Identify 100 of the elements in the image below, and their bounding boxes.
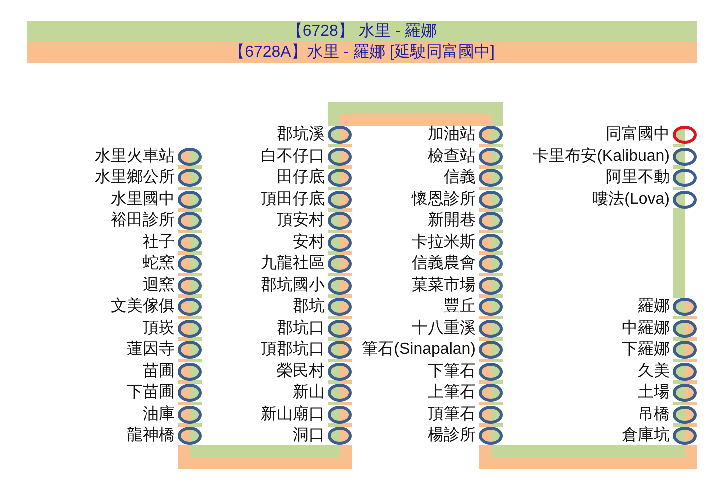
station-name: 裕田診所 xyxy=(111,212,175,230)
station-name: 九龍社區 xyxy=(261,255,325,273)
route-line xyxy=(491,445,685,457)
route-line xyxy=(328,252,340,255)
station-name: 菓菜市場 xyxy=(412,276,476,294)
station-circle xyxy=(328,126,352,144)
station-circle xyxy=(673,169,697,187)
station-name: 苗圃 xyxy=(143,362,175,380)
station-circle xyxy=(328,298,352,316)
route-line xyxy=(328,166,340,169)
station-circle xyxy=(479,427,503,445)
route-line xyxy=(190,208,202,212)
station-name: 蓮因寺 xyxy=(127,341,175,359)
route-line xyxy=(685,402,697,406)
station-circle xyxy=(178,190,202,208)
station-name: 安村 xyxy=(293,234,325,252)
station-name: 蛇窯 xyxy=(143,255,175,273)
station-name: 水里鄉公所 xyxy=(95,169,175,187)
route-line xyxy=(491,424,503,427)
station-name: 卡里布安(Kalibuan) xyxy=(533,148,670,166)
station-name: 十八重溪 xyxy=(412,320,476,338)
route-line xyxy=(178,402,190,406)
station-circle xyxy=(479,362,503,380)
station-name: 下苗圃 xyxy=(127,384,175,402)
route-line xyxy=(178,445,352,469)
route-line xyxy=(190,380,202,384)
route-line xyxy=(190,273,202,276)
station-name: 社子 xyxy=(143,234,175,252)
station-name: 新山廟口 xyxy=(261,406,325,424)
route-line xyxy=(673,208,685,298)
route-line xyxy=(190,187,202,190)
route-line xyxy=(340,187,352,190)
station-circle xyxy=(328,212,352,230)
station-name: 田仔底 xyxy=(277,169,325,187)
station-circle xyxy=(328,255,352,273)
route-line xyxy=(479,252,491,255)
route-line xyxy=(328,230,340,234)
station-circle xyxy=(673,148,697,166)
route-line xyxy=(491,230,503,234)
route-line xyxy=(491,316,503,320)
station-name: 上筆石 xyxy=(428,384,476,402)
route-line xyxy=(178,380,190,384)
station-name: 楊診所 xyxy=(428,427,476,445)
station-name: 新開巷 xyxy=(428,212,476,230)
station-name: 頂筆石 xyxy=(428,406,476,424)
route-line xyxy=(190,445,340,457)
station-name: 懷恩診所 xyxy=(412,190,476,208)
route-line xyxy=(328,294,340,298)
route-line xyxy=(491,380,503,384)
station-circle xyxy=(673,298,697,316)
route-line xyxy=(491,273,503,276)
route-line xyxy=(328,380,340,384)
route-line xyxy=(673,380,685,384)
station-name: 文美傢俱 xyxy=(111,298,175,316)
station-name: 檢查站 xyxy=(428,148,476,166)
route-line xyxy=(673,359,685,362)
route-line xyxy=(178,359,190,362)
station-name: 郡坑口 xyxy=(277,320,325,338)
station-name: 榮民村 xyxy=(277,362,325,380)
route-line xyxy=(340,144,352,148)
route-line xyxy=(340,230,352,234)
station-circle xyxy=(673,341,697,359)
route-line xyxy=(491,166,503,169)
station-circle xyxy=(479,341,503,359)
route-line xyxy=(479,294,491,298)
route-line xyxy=(190,402,202,406)
station-circle xyxy=(178,384,202,402)
route-line xyxy=(673,402,685,406)
route-line xyxy=(328,402,340,406)
route-line xyxy=(328,359,340,362)
route-line xyxy=(685,380,697,384)
route-line xyxy=(491,294,503,298)
route-line xyxy=(685,338,697,341)
station-circle xyxy=(178,169,202,187)
station-circle xyxy=(479,384,503,402)
station-name: 卡拉米斯 xyxy=(412,234,476,252)
route-line xyxy=(479,402,491,406)
station-name: 頂郡坑口 xyxy=(261,341,325,359)
station-circle xyxy=(673,427,697,445)
station-name: 水里火車站 xyxy=(95,148,175,166)
route-line xyxy=(479,380,491,384)
station-circle xyxy=(673,362,697,380)
route-line xyxy=(479,187,491,190)
station-name: 豐丘 xyxy=(444,298,476,316)
route-line xyxy=(190,230,202,234)
route-line xyxy=(491,359,503,362)
station-circle xyxy=(328,234,352,252)
station-name: 頂安村 xyxy=(277,212,325,230)
route-line xyxy=(178,316,190,320)
station-circle xyxy=(328,320,352,338)
station-circle xyxy=(479,234,503,252)
station-circle xyxy=(328,362,352,380)
station-circle xyxy=(178,148,202,166)
station-circle xyxy=(479,298,503,316)
route-line xyxy=(479,316,491,320)
route-line xyxy=(673,338,685,341)
route-line xyxy=(479,338,491,341)
route-line xyxy=(479,424,491,427)
route-line xyxy=(479,144,491,148)
station-circle xyxy=(328,406,352,424)
